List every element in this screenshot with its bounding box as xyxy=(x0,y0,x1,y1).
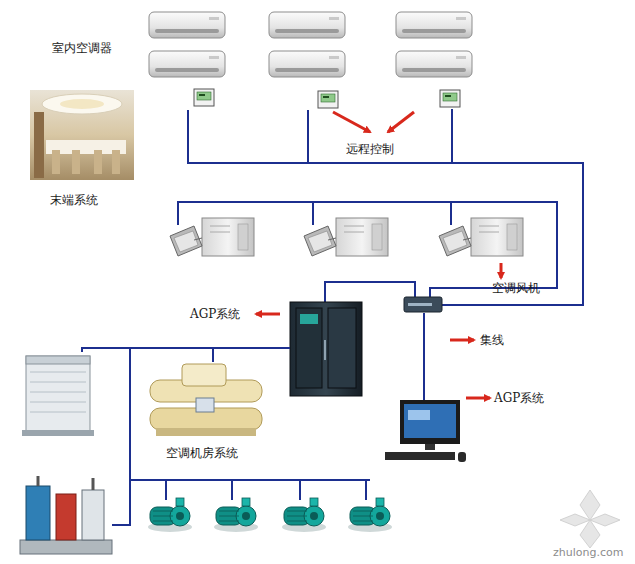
water-piping xyxy=(82,348,370,525)
air-handling-units xyxy=(170,218,523,256)
network-hub xyxy=(404,297,442,312)
part-label: 空调机房系统 xyxy=(166,446,238,460)
watermark: zhulong.com xyxy=(553,546,623,560)
thermostats xyxy=(194,89,460,108)
control-cabinet xyxy=(290,302,362,396)
system-label: AGP系统 xyxy=(494,391,544,405)
water-pumps xyxy=(148,498,392,532)
callout-arrows xyxy=(256,112,501,398)
part-label: 集线 xyxy=(480,333,504,347)
heat-exchanger-skid xyxy=(20,476,112,554)
system-label: AGP系统 xyxy=(190,307,240,321)
part-label: 空调风机 xyxy=(492,281,540,295)
chiller-unit xyxy=(150,364,262,436)
watermark-logo xyxy=(560,490,620,548)
cooling-tower xyxy=(22,356,94,436)
callout-label: 远程控制 xyxy=(346,142,394,156)
part-label: 末端系统 xyxy=(50,193,98,207)
part-label: 室内空调器 xyxy=(52,41,112,55)
restaurant-photo xyxy=(30,90,134,180)
monitor-workstation xyxy=(385,400,466,462)
indoor-ac-units xyxy=(149,12,472,77)
